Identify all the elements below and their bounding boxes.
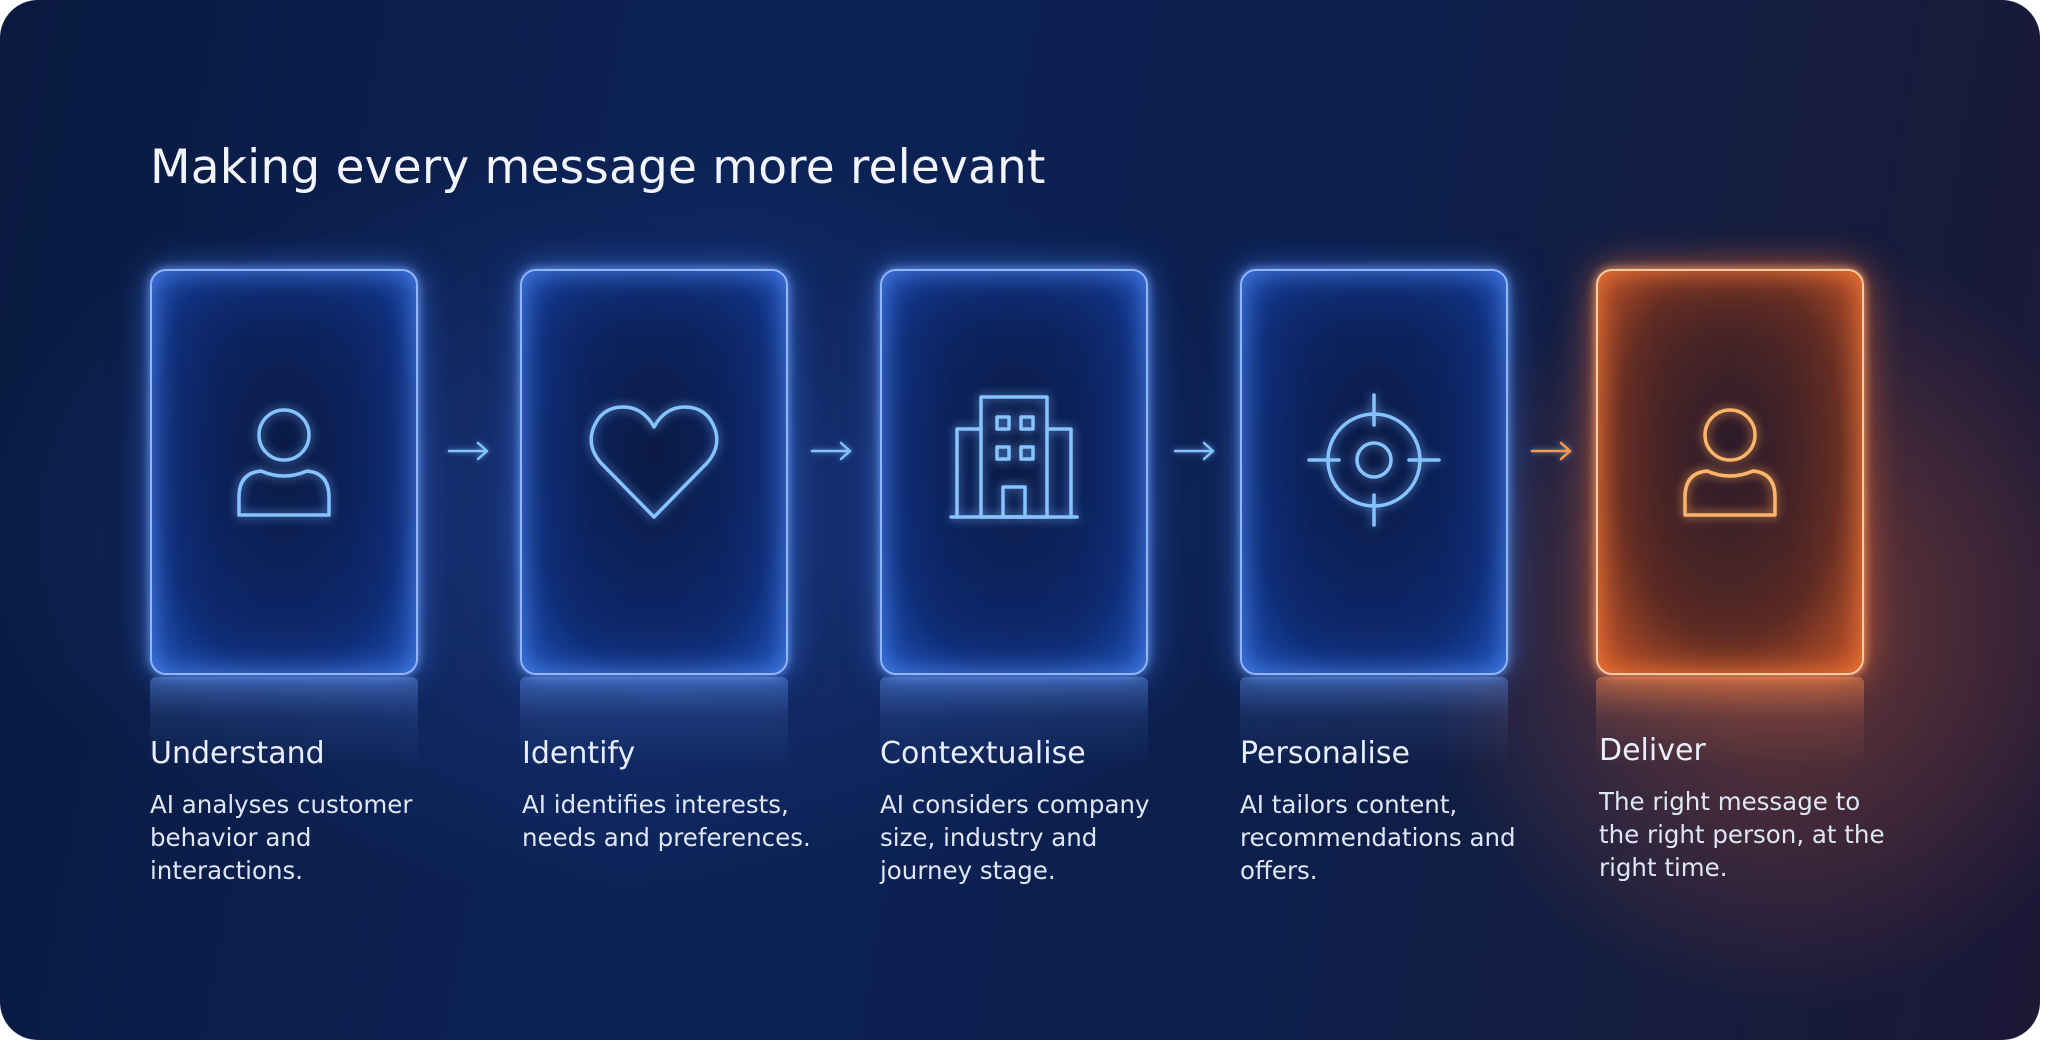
building-icon [939, 385, 1089, 535]
step-description-personalise: AI tailors content, recommendations and … [1240, 790, 1516, 885]
step-description-understand: AI analyses customer behavior and intera… [150, 790, 413, 885]
page-title: Making every message more relevant [150, 140, 1046, 195]
step-title-deliver: Deliver [1599, 733, 1706, 768]
arrow-right-icon [1530, 436, 1574, 466]
step-card-reflection [520, 677, 788, 767]
step-card-contextualise [880, 269, 1148, 675]
arrow-right-icon [1173, 436, 1217, 466]
step-card-understand [150, 269, 418, 675]
step-card-personalise [1240, 269, 1508, 675]
step-card-reflection [1596, 677, 1864, 767]
step-description-deliver: The right message to the right person, a… [1599, 787, 1885, 882]
person-icon [1655, 385, 1805, 535]
step-title-understand: Understand [150, 736, 325, 771]
heart-icon [579, 385, 729, 535]
step-card-reflection [880, 677, 1148, 767]
step-card-identify [520, 269, 788, 675]
person-icon [209, 385, 359, 535]
arrow-right-icon [810, 436, 854, 466]
step-title-contextualise: Contextualise [880, 736, 1086, 771]
step-title-personalise: Personalise [1240, 736, 1410, 771]
step-description-contextualise: AI considers company size, industry and … [880, 790, 1150, 885]
step-card-deliver [1596, 269, 1864, 675]
target-icon [1299, 385, 1449, 535]
step-title-identify: Identify [522, 736, 636, 771]
step-description-identify: AI identifies interests, needs and prefe… [522, 790, 811, 852]
step-card-reflection [150, 677, 418, 767]
step-card-reflection [1240, 677, 1508, 767]
arrow-right-icon [447, 436, 491, 466]
